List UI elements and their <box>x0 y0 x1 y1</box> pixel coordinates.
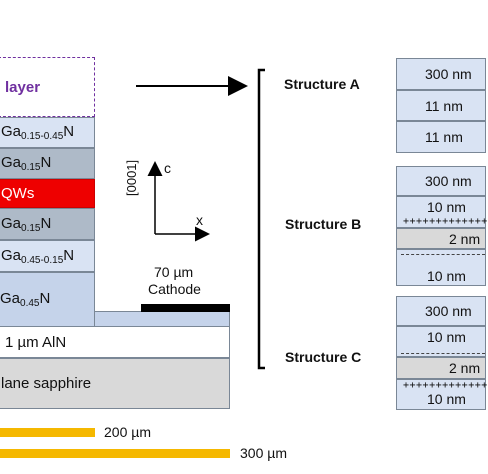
structure-a-box-2: 11 nm <box>396 90 486 121</box>
sapphire-label: lane sapphire <box>1 375 92 392</box>
cathode-size-label: 70 µm <box>154 264 194 280</box>
ingan-layer-top: Ga0.15N <box>0 148 95 179</box>
aln-layer: 1 µm AlN <box>0 326 230 358</box>
structure-c-label: Structure C <box>285 349 362 365</box>
negative-charge-line-c <box>401 353 485 354</box>
structure-c-box-2: 10 nm <box>396 326 486 357</box>
bottom-algan-layer <box>0 272 95 326</box>
scale-bar-200-label: 200 µm <box>104 424 151 440</box>
crystal-direction-label: [0001] <box>124 159 139 196</box>
top-contact-layer: layer <box>0 57 95 117</box>
positive-charge-marks-c: +++++++++++++ <box>403 380 488 391</box>
cathode-label: Cathode <box>148 281 201 297</box>
graded-ingan-layer-2: Ga0.45-0.15N <box>0 240 95 272</box>
structure-a-box-3: 11 nm <box>396 121 486 153</box>
scale-bar-300 <box>0 449 230 458</box>
structure-b-box-1: 300 nm <box>396 166 486 196</box>
scale-bar-300-label: 300 µm <box>240 445 287 461</box>
structures-bracket <box>257 68 265 370</box>
negative-charge-line <box>401 254 485 255</box>
ingan-top-label: Ga0.15N <box>1 154 52 173</box>
sapphire-substrate: lane sapphire <box>0 358 230 409</box>
structure-c-box-1: 300 nm <box>396 296 486 326</box>
structure-b-box-3: 2 nm <box>396 228 486 249</box>
graded-ingan-layer: Ga0.15-0.45N <box>0 117 95 148</box>
structure-a-box-1: 300 nm <box>396 58 486 90</box>
scale-bar-200 <box>0 428 95 437</box>
bottom-algan-label: Ga0.45N <box>0 290 51 309</box>
x-axis-label: x <box>196 212 203 228</box>
top-layer-label: layer <box>5 78 41 96</box>
structure-b-box-2: 10 nm +++++++++++++ <box>396 196 488 228</box>
cathode-contact <box>141 304 230 312</box>
aln-label: 1 µm AlN <box>5 333 67 351</box>
structure-c-box-4: +++++++++++++ 10 nm <box>396 379 488 410</box>
graded-ingan-label: Ga0.15-0.45N <box>1 123 75 142</box>
structure-b-box-4: 10 nm <box>396 249 486 286</box>
qws-label: QWs <box>1 185 35 202</box>
structure-c-box-3: 2 nm <box>396 357 486 379</box>
qws-layer: QWs <box>0 179 95 208</box>
axes-and-arrows <box>136 68 265 370</box>
c-axis-label: c <box>164 160 171 176</box>
structure-b-label: Structure B <box>285 216 362 232</box>
positive-charge-marks: +++++++++++++ <box>403 216 488 227</box>
ingan-layer-bottom: Ga0.15N <box>0 208 95 240</box>
ingan-bottom-label: Ga0.15N <box>1 214 52 234</box>
structure-a-label: Structure A <box>284 76 360 92</box>
graded-ingan-2-label: Ga0.45-0.15N <box>1 246 75 266</box>
